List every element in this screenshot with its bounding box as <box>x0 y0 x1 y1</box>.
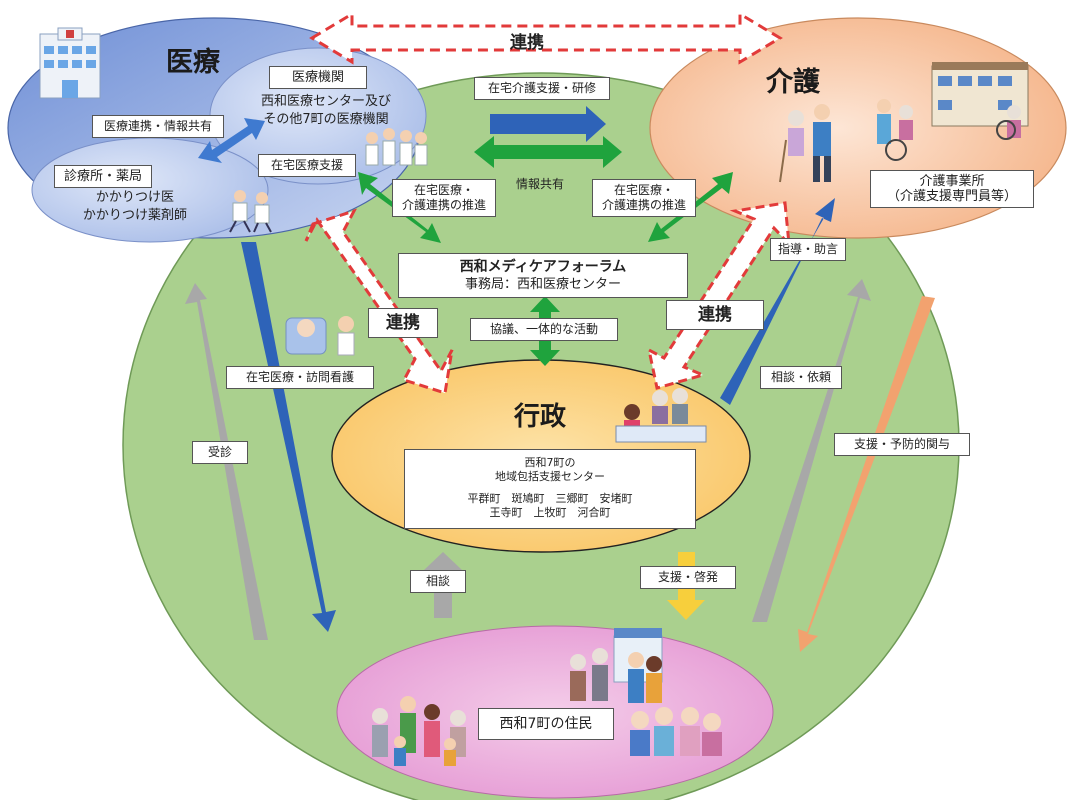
renkei-left-label: 連携 <box>368 308 438 338</box>
admin-box-line3: 平群町 斑鳩町 三郷町 安堵町 <box>467 492 633 505</box>
home-nursing-label: 在宅医療・訪問看護 <box>226 366 374 389</box>
consult-request-label: 相談・依頼 <box>760 366 842 389</box>
clinic-title: 診療所・薬局 <box>54 165 152 188</box>
care-title: 介護 <box>766 67 820 98</box>
consult-request-arrow <box>752 279 871 622</box>
visit-label: 受診 <box>192 441 248 464</box>
admin-box-line2: 地域包括支援センター <box>495 470 605 483</box>
renkei-left-arrow <box>304 208 454 395</box>
info-share-label: 情報共有 <box>515 177 564 191</box>
clinic-line1: かかりつけ医 <box>95 190 175 205</box>
guidance-label: 指導・助言 <box>770 238 846 261</box>
forum-office: 事務局：西和医療センター <box>464 277 621 292</box>
forum-name: 西和メディケアフォーラム <box>459 259 627 275</box>
promo-right-line2: 介護連携の推進 <box>601 198 686 212</box>
forum-box: 西和メディケアフォーラム 事務局：西和医療センター <box>398 253 688 298</box>
admin-counter-icon <box>615 388 707 443</box>
renkei-right-label: 連携 <box>666 300 764 330</box>
medical-institutions-line2: その他7町の医療機関 <box>263 112 389 127</box>
care-office-line2: （介護支援専門員等） <box>886 189 1017 204</box>
medical-cooperation-label: 医療連携・情報共有 <box>92 115 224 138</box>
promo-left-label: 在宅医療・ 介護連携の推進 <box>392 179 496 217</box>
promo-left-line1: 在宅医療・ <box>413 183 474 197</box>
residents-label: 西和7町の住民 <box>478 708 614 740</box>
care-training-label: 在宅介護支援・研修 <box>474 77 610 100</box>
clinic-line2: かかりつけ薬剤師 <box>82 208 188 223</box>
promo-right-line1: 在宅医療・ <box>613 183 674 197</box>
info-share-arrow <box>474 136 622 168</box>
admin-title: 行政 <box>514 402 567 432</box>
clinic-ellipse <box>31 137 269 243</box>
medical-institutions-line1: 西和医療センター及び <box>260 94 391 109</box>
home-nursing-arrow <box>241 242 336 632</box>
promo-right-label: 在宅医療・ 介護連携の推進 <box>592 179 696 217</box>
renkei-top-arrow <box>309 11 783 65</box>
care-office-box: 介護事業所 （介護支援専門員等） <box>870 170 1034 208</box>
admin-center-box: 西和7町の 地域包括支援センター 平群町 斑鳩町 三郷町 安堵町 王寺町 上牧町… <box>404 449 696 529</box>
renkei-top-label: 連携 <box>510 33 544 53</box>
care-facility-icon <box>877 62 1029 161</box>
medical-institutions-title: 医療機関 <box>269 66 367 89</box>
medical-cooperation-arrow <box>198 118 265 163</box>
admin-box-line4: 王寺町 上牧町 河合町 <box>489 506 611 519</box>
admin-box-line1: 西和7町の <box>524 456 576 469</box>
support-prevention-arrow <box>798 296 935 652</box>
running-doctors-icon <box>229 190 272 233</box>
care-office-line1: 介護事業所 <box>919 174 985 189</box>
hospital-icon <box>39 27 101 99</box>
renkei-right-arrow <box>646 201 791 390</box>
admin-box-spacer <box>409 484 691 492</box>
consult-label: 相談 <box>410 570 466 593</box>
medical-title: 医療 <box>166 47 220 78</box>
care-training-arrow <box>490 106 606 142</box>
residents-elderly-icon <box>630 707 722 756</box>
consultation-joint-label: 協議、一体的な活動 <box>470 318 618 341</box>
care-giver-icon <box>779 104 831 183</box>
elderly-pair-icon <box>570 628 663 703</box>
promo-left-line2: 介護連携の推進 <box>401 198 486 212</box>
nurse-patient-icon <box>285 316 355 356</box>
doctors-group-icon <box>365 128 428 166</box>
home-medical-support-label: 在宅医療支援 <box>258 154 356 177</box>
support-awareness-label: 支援・啓発 <box>640 566 736 589</box>
support-prevention-label: 支援・予防的関与 <box>834 433 970 456</box>
family-group-icon <box>372 696 466 766</box>
